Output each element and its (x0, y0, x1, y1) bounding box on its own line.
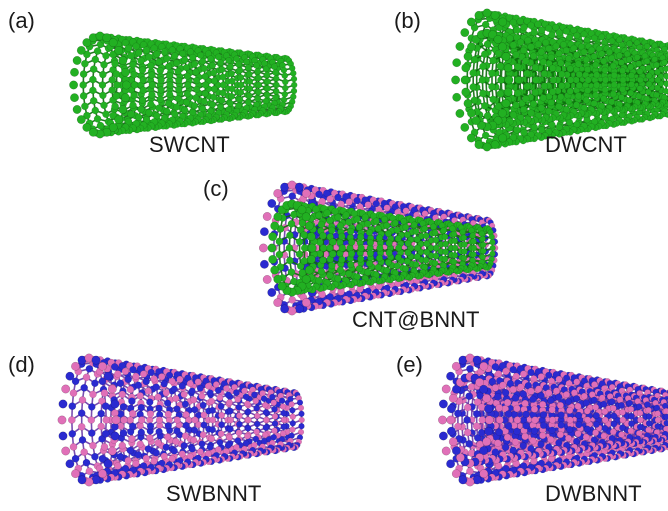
panel-d-label: SWBNNT (166, 481, 262, 506)
atom-layer (68, 354, 305, 486)
nanotube-swcnt (69, 31, 298, 139)
panel-b-label: DWCNT (545, 132, 627, 157)
tube-wall-carbon (69, 31, 298, 139)
tube-wall-carbon (460, 28, 668, 132)
atom-layer (79, 32, 298, 138)
tube-rim (57, 353, 121, 487)
panel-b-letter: (b) (394, 8, 421, 33)
panel-c-letter: (c) (203, 176, 229, 201)
tube-wall-boron-nitride (446, 372, 668, 468)
nanotube-dwcnt (451, 8, 668, 152)
panel-a-label: SWCNT (149, 132, 230, 157)
panel-e-letter: (e) (396, 352, 423, 377)
nanotube-swbnnt (57, 353, 305, 487)
tube-rim (267, 199, 317, 297)
panel-c-label: CNT@BNNT (352, 307, 480, 332)
nanotube-cnt-at-bnnt (258, 180, 499, 316)
panel-e-label: DWBNNT (545, 481, 642, 506)
atom-layer (275, 200, 496, 296)
tube-wall-carbon (267, 199, 496, 297)
tube-wall-boron-nitride (57, 353, 305, 487)
tube-rim (446, 372, 494, 468)
tube-rim (460, 28, 514, 132)
tube-rim (69, 31, 131, 139)
panel-a-letter: (a) (8, 8, 35, 33)
atom-layer (469, 29, 668, 131)
nanotube-dwbnnt (438, 353, 668, 487)
panel-d-letter: (d) (8, 352, 35, 377)
